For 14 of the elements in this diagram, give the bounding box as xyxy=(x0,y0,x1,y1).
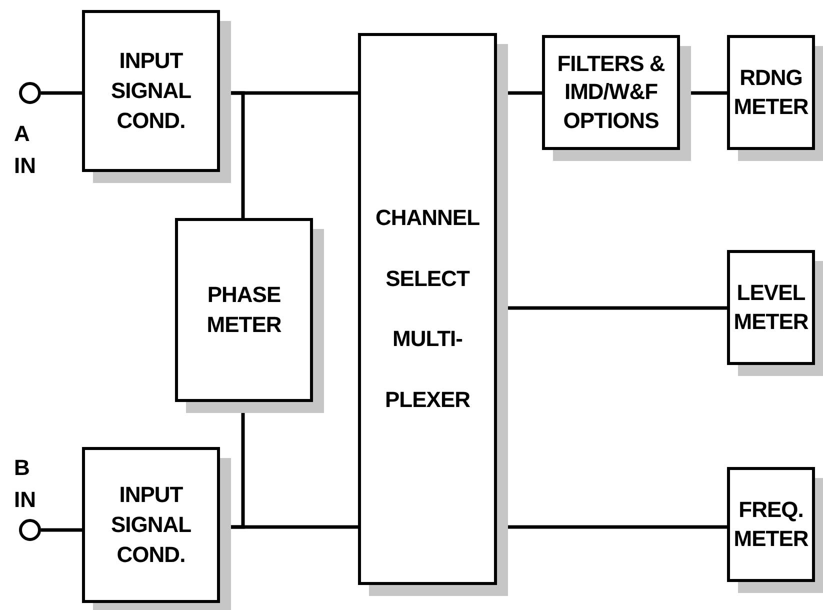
connector-line xyxy=(41,528,82,532)
block-label: FILTERS & IMD/W&F OPTIONS xyxy=(556,50,666,135)
input-terminal-circle xyxy=(19,82,41,104)
block-label: CHANNEL SELECT MULTI- PLEXER xyxy=(374,204,481,414)
block-label: INPUT SIGNAL COND. xyxy=(110,481,192,569)
terminal-label: A IN xyxy=(14,120,37,180)
connector-line xyxy=(41,91,82,95)
input-terminal-circle xyxy=(19,519,41,541)
block-label: LEVEL METER xyxy=(732,278,810,336)
terminal-label: B IN xyxy=(14,454,37,514)
block-label: PHASE METER xyxy=(206,281,282,339)
block-label: INPUT SIGNAL COND. xyxy=(110,47,192,135)
block-label: FREQ. METER xyxy=(732,496,810,552)
block-label: RDNG METER xyxy=(732,64,810,120)
